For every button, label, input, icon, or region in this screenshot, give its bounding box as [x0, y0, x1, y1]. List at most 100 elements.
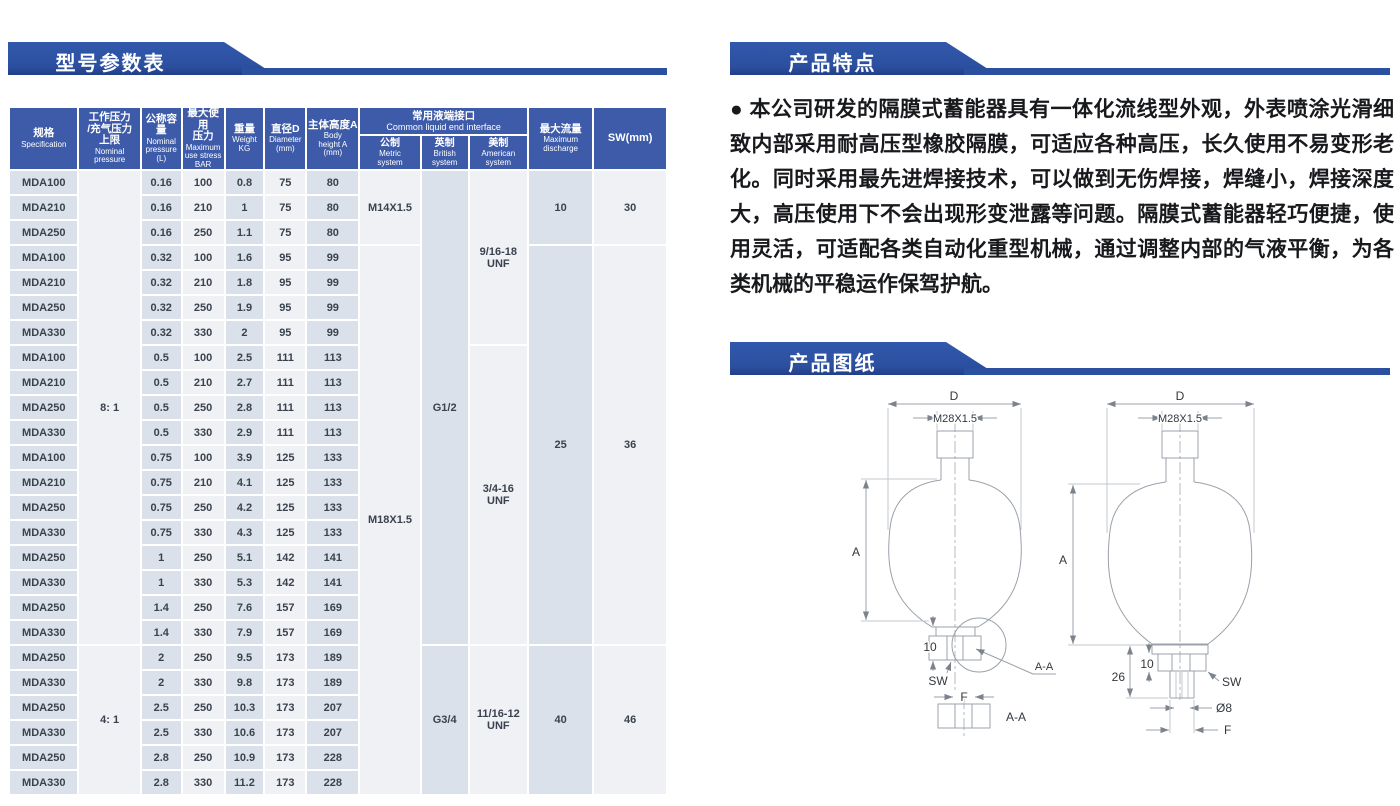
- weight-cell: 1.8: [225, 271, 264, 294]
- diameter-cell: 75: [265, 171, 306, 194]
- banner-shape: [730, 342, 998, 375]
- bar-cell: 250: [182, 646, 224, 669]
- british-cell: G1/2: [421, 171, 468, 644]
- weight-cell: 4.1: [225, 471, 264, 494]
- volume-cell: 1: [141, 571, 181, 594]
- volume-cell: 0.32: [141, 271, 181, 294]
- diameter-cell: 75: [265, 221, 306, 244]
- height-cell: 141: [307, 546, 359, 569]
- weight-cell: 10.9: [225, 746, 264, 769]
- left-accumulator-drawing: D M28X1.5 A 10 SW A-A: [850, 388, 1056, 692]
- bar-cell: 330: [182, 321, 224, 344]
- volume-cell: 0.16: [141, 196, 181, 219]
- american-cell: 9/16-18 UNF: [469, 171, 527, 344]
- diameter-cell: 173: [265, 646, 306, 669]
- spec-cell: MDA250: [10, 296, 78, 319]
- volume-cell: 0.32: [141, 321, 181, 344]
- weight-cell: 9.8: [225, 671, 264, 694]
- volume-cell: 0.5: [141, 346, 181, 369]
- dim-a-label: A: [852, 545, 860, 559]
- volume-cell: 0.32: [141, 296, 181, 319]
- spec-cell: MDA100: [10, 246, 78, 269]
- diameter-cell: 95: [265, 296, 306, 319]
- volume-cell: 0.32: [141, 246, 181, 269]
- spec-table-banner-line: [242, 68, 667, 75]
- bar-cell: 250: [182, 746, 224, 769]
- sw-cell: 30: [594, 171, 666, 244]
- banner-shape: [8, 42, 276, 75]
- volume-cell: 0.75: [141, 446, 181, 469]
- bar-cell: 250: [182, 496, 224, 519]
- spec-cell: MDA250: [10, 496, 78, 519]
- sw-cell: 46: [594, 646, 666, 794]
- height-cell: 99: [307, 246, 359, 269]
- bar-cell: 210: [182, 471, 224, 494]
- american-cell: 3/4-16 UNF: [469, 346, 527, 644]
- diameter-cell: 111: [265, 396, 306, 419]
- volume-cell: 0.75: [141, 471, 181, 494]
- metric-cell: M14X1.5: [360, 171, 420, 244]
- bar-cell: 330: [182, 771, 224, 794]
- sw-cell: 36: [594, 246, 666, 644]
- height-cell: 99: [307, 321, 359, 344]
- dim-d8-label: Ø8: [1216, 701, 1232, 715]
- height-cell: 189: [307, 671, 359, 694]
- bar-cell: 330: [182, 521, 224, 544]
- weight-cell: 2.9: [225, 421, 264, 444]
- spec-cell: MDA100: [10, 171, 78, 194]
- diameter-cell: 157: [265, 596, 306, 619]
- diameter-cell: 95: [265, 246, 306, 269]
- weight-cell: 2.7: [225, 371, 264, 394]
- weight-cell: 1.1: [225, 221, 264, 244]
- weight-cell: 0.8: [225, 171, 264, 194]
- height-cell: 133: [307, 521, 359, 544]
- bar-cell: 330: [182, 571, 224, 594]
- diameter-cell: 173: [265, 671, 306, 694]
- spec-cell: MDA210: [10, 471, 78, 494]
- spec-cell: MDA250: [10, 221, 78, 244]
- height-cell: 141: [307, 571, 359, 594]
- weight-cell: 4.2: [225, 496, 264, 519]
- spec-cell: MDA210: [10, 271, 78, 294]
- spec-cell: MDA250: [10, 596, 78, 619]
- spec-cell: MDA330: [10, 671, 78, 694]
- spec-table-title: 型号参数表: [55, 53, 166, 75]
- american-cell: 11/16-12 UNF: [469, 646, 527, 794]
- dim-f-label: F: [960, 690, 967, 704]
- diameter-cell: 111: [265, 371, 306, 394]
- diameter-cell: 142: [265, 571, 306, 594]
- diameter-cell: 173: [265, 696, 306, 719]
- bar-cell: 250: [182, 596, 224, 619]
- height-cell: 169: [307, 621, 359, 644]
- spec-cell: MDA250: [10, 696, 78, 719]
- height-cell: 189: [307, 646, 359, 669]
- bar-cell: 100: [182, 346, 224, 369]
- weight-cell: 10.3: [225, 696, 264, 719]
- volume-cell: 0.5: [141, 371, 181, 394]
- section-view-a-a: F A-A: [934, 689, 1028, 737]
- drawings-title: 产品图纸: [788, 353, 877, 375]
- discharge-cell: 10: [528, 171, 593, 244]
- bar-cell: 250: [182, 696, 224, 719]
- diameter-cell: 95: [265, 321, 306, 344]
- height-cell: 113: [307, 371, 359, 394]
- weight-cell: 1.9: [225, 296, 264, 319]
- discharge-cell: 25: [528, 246, 593, 644]
- drawings-banner: 产品图纸: [730, 342, 1000, 375]
- volume-cell: 0.5: [141, 396, 181, 419]
- height-cell: 133: [307, 471, 359, 494]
- diameter-cell: 173: [265, 746, 306, 769]
- section-name-label: A-A: [1006, 710, 1026, 724]
- section-ref-label: A-A: [1035, 661, 1054, 673]
- volume-cell: 0.75: [141, 496, 181, 519]
- weight-cell: 4.3: [225, 521, 264, 544]
- volume-cell: 1.4: [141, 596, 181, 619]
- pressure-ratio-cell: 4: 1: [79, 646, 140, 794]
- thread-label: M28X1.5: [1158, 413, 1202, 425]
- height-cell: 169: [307, 596, 359, 619]
- weight-cell: 7.9: [225, 621, 264, 644]
- diameter-cell: 125: [265, 446, 306, 469]
- diameter-cell: 95: [265, 271, 306, 294]
